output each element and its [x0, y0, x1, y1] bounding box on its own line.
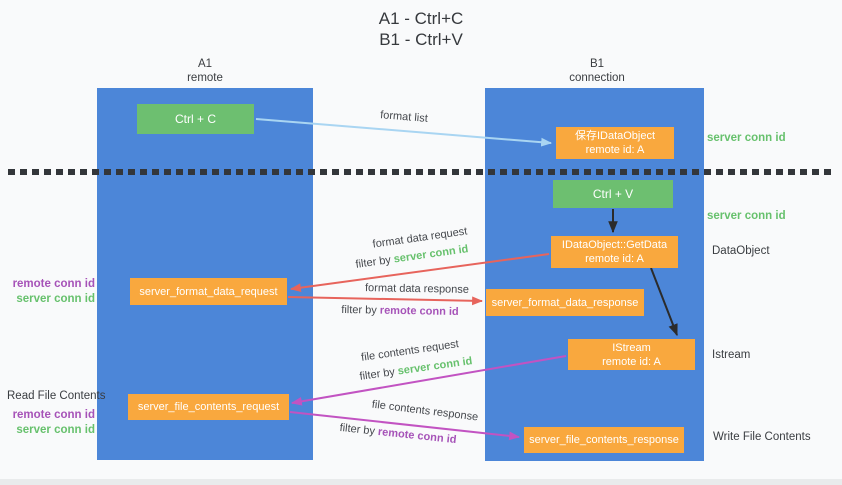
diagram-title: A1 - Ctrl+C B1 - Ctrl+V	[379, 8, 464, 50]
side-group-conn-ids-bottom: remote conn id server conn id	[0, 408, 95, 438]
node-istream: IStream remote id: A	[568, 339, 695, 370]
arrow-format-data-response	[287, 296, 484, 306]
filter-prefix: filter by	[358, 365, 399, 383]
side-label-istream: Istream	[712, 349, 751, 361]
node-server-file-contents-response: server_file_contents_response	[524, 427, 684, 453]
node-ctrl-v-label: Ctrl + V	[592, 187, 634, 201]
title-line-a1: A1 - Ctrl+C	[378, 9, 464, 28]
node-save-dataobject-line2: remote id: A	[585, 144, 645, 156]
side-label-remote-conn-id-2: remote conn id	[12, 409, 95, 421]
node-server-file-contents-request-label: server_file_contents_request	[137, 401, 280, 413]
filter-value-server-conn-id: server conn id	[396, 355, 474, 378]
filter-prefix: filter by	[341, 303, 380, 317]
node-getdata-line2: remote id: A	[585, 253, 644, 265]
filter-value-remote-conn-id: remote conn id	[379, 304, 459, 319]
lane-a1-name: A1	[197, 58, 213, 70]
side-label-read-file-contents: Read File Contents	[7, 390, 106, 402]
node-server-format-data-request: server_format_data_request	[130, 278, 287, 305]
edge-filter-format-data-response: filter by remote conn id	[341, 304, 459, 318]
lane-a1-role: remote	[187, 72, 223, 84]
side-label-write-file-contents: Write File Contents	[713, 431, 811, 443]
node-server-file-contents-request: server_file_contents_request	[128, 394, 289, 420]
node-ctrl-v: Ctrl + V	[553, 180, 673, 208]
lane-header-a1: A1 remote	[187, 57, 223, 85]
filter-value-server-conn-id: server conn id	[392, 243, 470, 266]
node-server-format-data-response: server_format_data_response	[486, 289, 644, 316]
lane-b1-role: connection	[569, 72, 625, 84]
node-ctrl-c-label: Ctrl + C	[174, 112, 216, 126]
edge-filter-file-contents-response: filter by remote conn id	[339, 422, 457, 446]
filter-prefix: filter by	[354, 253, 395, 271]
node-save-dataobject-line1: 保存IDataObject	[574, 130, 656, 142]
side-label-dataobject: DataObject	[712, 245, 770, 257]
node-istream-line2: remote id: A	[602, 355, 661, 368]
edge-filter-format-data-request: filter by server conn id	[355, 243, 469, 271]
filter-value-remote-conn-id: remote conn id	[377, 425, 457, 447]
node-idataobject-getdata: IDataObject::GetData remote id: A	[551, 236, 678, 268]
node-ctrl-c: Ctrl + C	[137, 104, 254, 134]
bottom-edge-strip	[0, 479, 842, 485]
side-group-conn-ids-top: remote conn id server conn id	[0, 277, 95, 307]
node-server-file-contents-response-label: server_file_contents_response	[529, 434, 679, 446]
node-server-format-data-response-label: server_format_data_response	[491, 296, 639, 309]
node-istream-line1: IStream	[612, 341, 651, 354]
node-server-format-data-request-label: server_format_data_request	[139, 285, 278, 298]
filter-prefix: filter by	[339, 421, 379, 438]
edge-label-format-list: format list	[379, 109, 429, 125]
side-label-server-conn-id-1: server conn id	[16, 293, 95, 305]
title-line-b1: B1 - Ctrl+V	[379, 30, 463, 49]
side-label-server-conn-id-mid: server conn id	[707, 210, 786, 222]
side-label-remote-conn-id-1: remote conn id	[12, 278, 95, 290]
node-getdata-line1: IDataObject::GetData	[561, 239, 668, 251]
lane-header-b1: B1 connection	[569, 57, 625, 85]
node-save-dataobject: 保存IDataObject remote id: A	[556, 127, 674, 159]
edge-label-file-contents-response: file contents response	[371, 398, 479, 424]
edge-label-format-data-response: format data response	[364, 282, 470, 296]
side-label-server-conn-id-2: server conn id	[16, 424, 95, 436]
lane-b1-name: B1	[589, 58, 605, 70]
side-label-server-conn-id-top: server conn id	[707, 132, 786, 144]
